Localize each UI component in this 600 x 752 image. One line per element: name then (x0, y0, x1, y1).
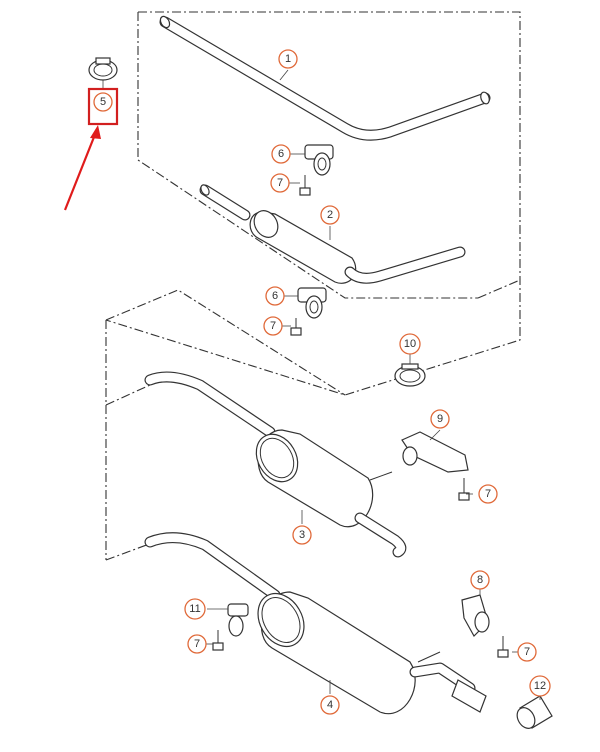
callout-6-upper: 6 (271, 144, 291, 164)
bolt-upper (299, 175, 311, 196)
rear-silencer-bracket (461, 594, 490, 637)
mounting-bracket-lower (297, 287, 327, 319)
bolt-lower (290, 318, 302, 336)
callout-2: 2 (320, 205, 340, 225)
callout-4: 4 (320, 695, 340, 715)
svg-text:7: 7 (277, 177, 283, 189)
assembly-outline-upper (105, 11, 521, 396)
svg-text:9: 9 (437, 413, 443, 425)
callout-9: 9 (430, 409, 450, 429)
svg-text:8: 8 (477, 574, 483, 586)
svg-text:7: 7 (524, 646, 530, 658)
callout-11: 11 (184, 598, 206, 620)
pipe-clamp (88, 57, 118, 90)
callout-3: 3 (292, 525, 312, 545)
assembly-outline-lower (105, 289, 346, 561)
callout-10: 10 (399, 333, 421, 355)
callout-7-a: 7 (270, 173, 290, 193)
svg-text:6: 6 (272, 290, 278, 302)
svg-text:4: 4 (327, 699, 333, 711)
bolt-bracket-8 (497, 636, 509, 658)
highlight-arrow (63, 125, 101, 211)
front-exhaust-pipe (159, 15, 491, 141)
tail-pipe-tip (516, 695, 553, 729)
bolt-bracket-9 (458, 478, 470, 501)
center-silencer (199, 184, 466, 284)
rear-silencer (144, 532, 487, 715)
pipe-clamp-10 (394, 363, 426, 387)
callout-7-c: 7 (478, 484, 498, 504)
svg-text:7: 7 (270, 320, 276, 332)
callout-7-e: 7 (517, 642, 537, 662)
svg-text:7: 7 (485, 488, 491, 500)
bolt-bracket-11 (212, 630, 224, 651)
leader-lines (206, 69, 541, 700)
svg-text:7: 7 (194, 638, 200, 650)
callout-1: 1 (278, 49, 298, 69)
highlight-box (87, 87, 119, 126)
svg-text:11: 11 (189, 603, 200, 615)
callout-5: 5 (93, 92, 113, 112)
callout-7-b: 7 (263, 316, 283, 336)
svg-text:2: 2 (327, 209, 333, 221)
callout-12: 12 (529, 675, 551, 697)
rear-hanger (227, 603, 249, 637)
svg-text:10: 10 (404, 338, 416, 350)
middle-silencer (144, 371, 407, 558)
silencer-bracket (401, 431, 469, 473)
callout-6-lower: 6 (265, 286, 285, 306)
svg-text:5: 5 (100, 96, 106, 108)
svg-text:3: 3 (299, 529, 305, 541)
mounting-bracket-upper (304, 144, 334, 176)
svg-text:12: 12 (534, 680, 546, 692)
callout-8: 8 (470, 570, 490, 590)
callout-7-d: 7 (187, 634, 207, 654)
svg-text:1: 1 (285, 53, 291, 65)
svg-text:6: 6 (278, 148, 284, 160)
